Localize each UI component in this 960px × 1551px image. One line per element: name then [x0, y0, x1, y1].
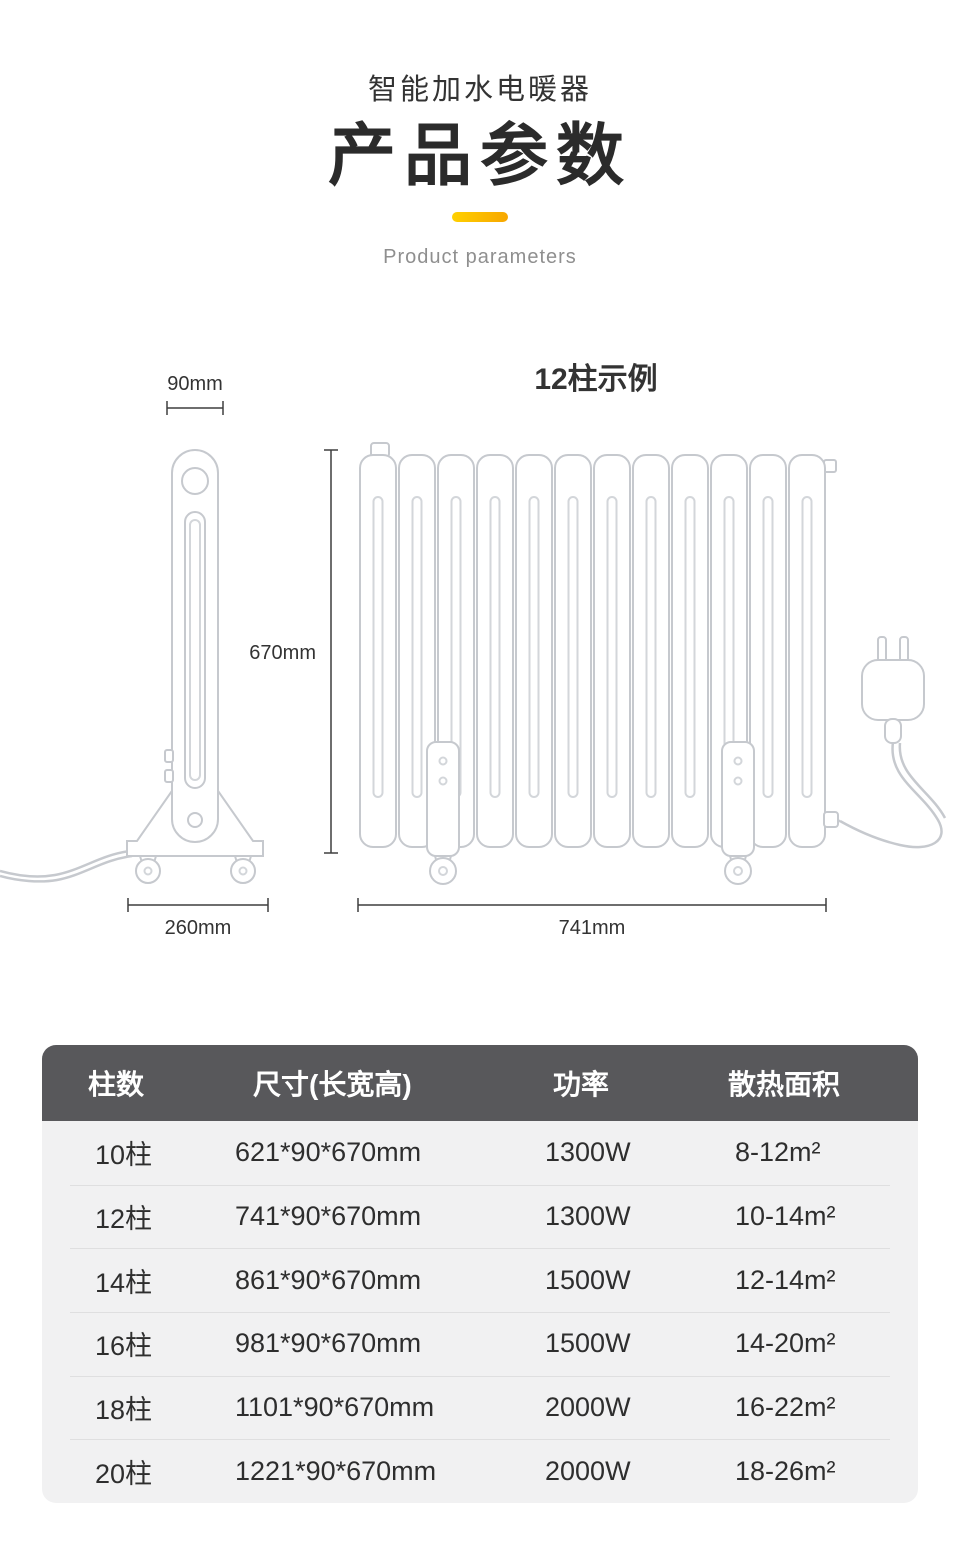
cell-columns: 20柱 — [95, 1458, 153, 1489]
front-power-cord — [839, 741, 943, 849]
cell-size: 621*90*670mm — [235, 1137, 422, 1168]
table-body: 10柱 621*90*670mm 1300W 8-12m² 12柱 741*90… — [42, 1121, 918, 1503]
dim-label-base-depth: 260mm — [165, 917, 232, 939]
cell-size: 861*90*670mm — [235, 1264, 422, 1295]
mount-bracket — [426, 741, 460, 857]
table-row: 18柱 1101*90*670mm 2000W 16-22m² — [42, 1375, 918, 1440]
cell-power: 2000W — [545, 1455, 631, 1486]
subtitle-english: Product parameters — [383, 246, 577, 268]
heater-front-view: 12柱示例 — [357, 363, 947, 939]
dim-label-front-width: 741mm — [559, 917, 626, 939]
dim-base-depth: 260mm — [127, 898, 269, 939]
table-row: 16柱 981*90*670mm 1500W 14-20m² — [42, 1312, 918, 1376]
table-header-row: 柱数 尺寸(长宽高) 功率 散热面积 — [42, 1045, 918, 1121]
front-view-title: 12柱示例 — [534, 363, 657, 396]
side-top-cap — [181, 467, 209, 495]
product-subtitle: 智能加水电暖器 — [367, 74, 592, 106]
table-header-columns: 柱数 — [88, 1069, 145, 1100]
cell-size: 1101*90*670mm — [235, 1392, 435, 1423]
table-row: 10柱 621*90*670mm 1300W 8-12m² — [42, 1121, 918, 1185]
dim-label-top-width: 90mm — [167, 373, 223, 395]
cell-size: 741*90*670mm — [235, 1201, 422, 1231]
dim-label-height: 670mm — [249, 642, 316, 664]
mount-bracket — [721, 741, 755, 857]
cell-power: 1500W — [545, 1328, 631, 1359]
cell-area: 16-22m² — [735, 1392, 836, 1423]
cell-columns: 14柱 — [95, 1267, 153, 1298]
cell-columns: 18柱 — [95, 1395, 153, 1426]
cell-columns: 16柱 — [95, 1331, 153, 1362]
table-row: 14柱 861*90*670mm 1500W 12-14m² — [42, 1248, 918, 1312]
cord-outlet — [823, 811, 839, 828]
dim-top-width: 90mm — [166, 373, 224, 415]
heater-diagram: 90mm 260mm 670mm 12柱示例 — [0, 363, 947, 939]
caster-wheel — [429, 855, 457, 885]
table-header-power: 功率 — [553, 1069, 610, 1100]
plug-head — [861, 659, 925, 721]
cell-size: 981*90*670mm — [235, 1328, 422, 1359]
caster-wheel — [230, 855, 256, 884]
page-title: 产品参数 — [327, 118, 632, 194]
cell-power: 1300W — [545, 1137, 631, 1168]
cell-columns: 12柱 — [95, 1204, 153, 1234]
power-plug — [823, 636, 947, 849]
caster-wheel — [135, 855, 161, 884]
cell-power: 2000W — [545, 1392, 631, 1423]
cell-size: 1221*90*670mm — [235, 1455, 437, 1486]
cell-area: 12-14m² — [735, 1264, 836, 1295]
table-header-area: 散热面积 — [728, 1069, 841, 1100]
heater-side-view: 90mm 260mm — [0, 373, 269, 939]
dim-height: 670mm — [249, 449, 338, 854]
side-slot — [184, 511, 206, 789]
cell-area: 14-20m² — [735, 1328, 836, 1359]
side-power-cord — [0, 849, 131, 878]
plug-neck — [884, 718, 902, 744]
cell-columns: 10柱 — [95, 1140, 153, 1171]
cell-area: 8-12m² — [735, 1137, 821, 1168]
spec-table: 柱数 尺寸(长宽高) 功率 散热面积 10柱 621*90*670mm 1300… — [42, 1045, 918, 1503]
table-row: 20柱 1221*90*670mm 2000W 18-26m² — [42, 1439, 918, 1503]
cell-area: 18-26m² — [735, 1455, 836, 1486]
cell-power: 1500W — [545, 1264, 631, 1295]
table-row: 12柱 741*90*670mm 1300W 10-14m² — [42, 1184, 918, 1249]
cell-area: 10-14m² — [735, 1201, 836, 1231]
table-header-size: 尺寸(长宽高) — [253, 1069, 412, 1100]
caster-wheel — [724, 855, 752, 885]
dim-front-width: 741mm — [357, 898, 827, 939]
accent-dash — [452, 212, 508, 222]
cell-power: 1300W — [545, 1201, 631, 1231]
